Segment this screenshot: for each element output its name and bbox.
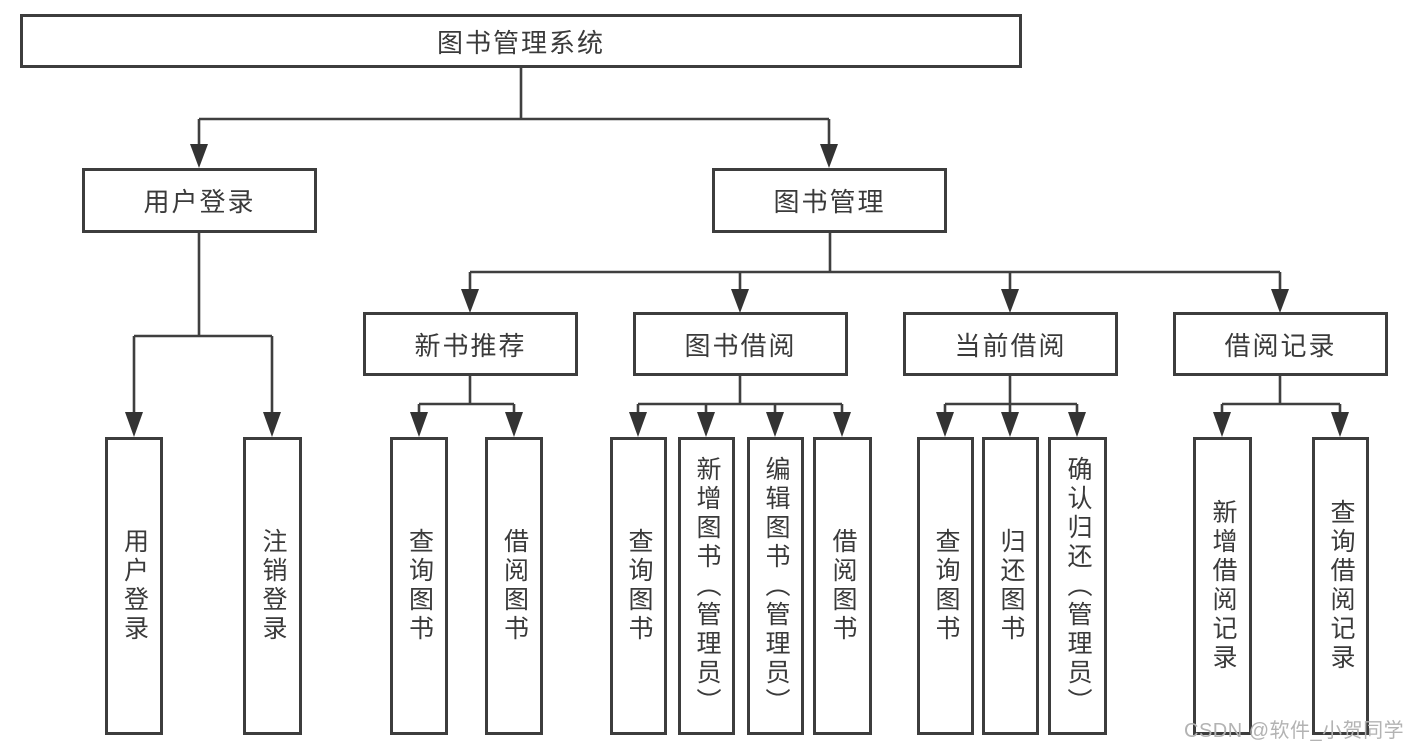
node-book-borrowing-label: 图书借阅	[684, 330, 797, 361]
leaf-query-books-borrow: 查询图书	[610, 437, 667, 735]
leaf-query-borrow-record: 查询借阅记录	[1312, 437, 1369, 735]
node-borrowing-records: 借阅记录	[1173, 312, 1388, 376]
node-book-borrowing: 图书借阅	[633, 312, 848, 376]
leaf-user-login-label: 用户登录	[120, 528, 149, 644]
leaf-add-books-admin: 新增图书（管理员）	[678, 437, 735, 735]
leaf-borrow-books-recommend-label: 借阅图书	[500, 528, 529, 644]
node-book-management-label: 图书管理	[773, 187, 886, 217]
leaf-borrow-books: 借阅图书	[813, 437, 872, 735]
leaf-borrow-books-label: 借阅图书	[829, 528, 857, 644]
leaf-query-books-current: 查询图书	[917, 437, 974, 735]
leaf-confirm-return-admin: 确认归还（管理员）	[1048, 437, 1107, 735]
node-user-login: 用户登录	[82, 168, 317, 233]
leaf-borrow-books-recommend: 借阅图书	[485, 437, 543, 735]
node-current-borrowing: 当前借阅	[903, 312, 1118, 376]
leaf-edit-books-admin-label: 编辑图书（管理员）	[762, 455, 790, 717]
leaf-edit-books-admin: 编辑图书（管理员）	[747, 437, 804, 735]
leaf-user-login: 用户登录	[105, 437, 163, 735]
leaf-logout-label: 注销登录	[259, 528, 287, 644]
connector-new-book-children	[410, 375, 523, 437]
node-new-book-recommend-label: 新书推荐	[414, 330, 527, 361]
connector-book-mgmt-to-level3	[461, 233, 1289, 313]
node-user-login-label: 用户登录	[143, 187, 256, 217]
leaf-query-borrow-record-label: 查询借阅记录	[1327, 499, 1355, 673]
connector-current-borrow-children	[936, 375, 1086, 437]
leaf-confirm-return-admin-label: 确认归还（管理员）	[1064, 455, 1092, 717]
node-current-borrowing-label: 当前借阅	[954, 330, 1067, 361]
leaf-query-books-recommend: 查询图书	[390, 437, 448, 735]
node-library-system: 图书管理系统	[20, 14, 1022, 68]
connector-book-borrow-children	[629, 375, 851, 437]
leaf-logout: 注销登录	[243, 437, 302, 735]
csdn-watermark: CSDN @软件_小贺同学	[1184, 720, 1405, 742]
node-new-book-recommend: 新书推荐	[363, 312, 578, 376]
connector-user-login-children	[125, 233, 281, 437]
node-borrowing-records-label: 借阅记录	[1224, 330, 1337, 361]
leaf-return-books-label: 归还图书	[997, 528, 1025, 644]
leaf-query-books-current-label: 查询图书	[932, 528, 960, 644]
leaf-query-books-recommend-label: 查询图书	[405, 528, 434, 644]
node-library-system-label: 图书管理系统	[436, 27, 605, 58]
leaf-add-books-admin-label: 新增图书（管理员）	[693, 455, 721, 717]
leaf-query-books-borrow-label: 查询图书	[625, 528, 653, 644]
connector-borrow-record-children	[1213, 375, 1349, 437]
leaf-add-borrow-record-label: 新增借阅记录	[1209, 499, 1237, 673]
leaf-add-borrow-record: 新增借阅记录	[1193, 437, 1252, 735]
node-book-management: 图书管理	[712, 168, 947, 233]
leaf-return-books: 归还图书	[982, 437, 1039, 735]
connector-root-to-level2	[190, 67, 838, 168]
